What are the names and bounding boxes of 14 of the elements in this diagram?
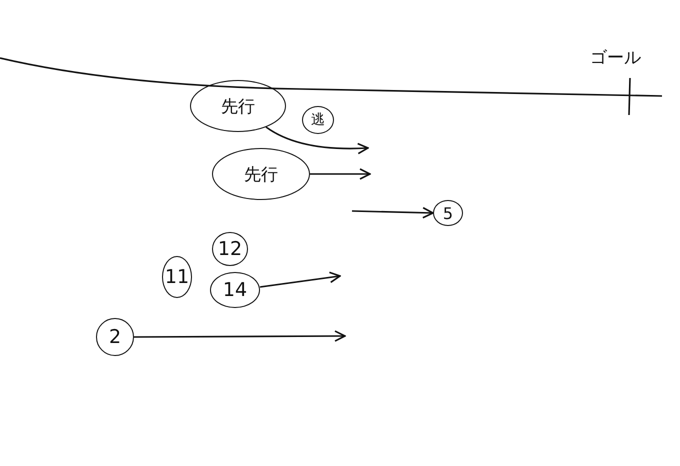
oval-label: 先行 bbox=[190, 80, 286, 132]
finish-label: ゴール bbox=[590, 47, 641, 69]
arrow bbox=[352, 206, 434, 219]
circled-number: 14 bbox=[210, 272, 260, 308]
circled-number: 5 bbox=[433, 200, 463, 226]
arrow bbox=[134, 330, 346, 342]
circled-number: 12 bbox=[212, 232, 248, 266]
arrow bbox=[266, 126, 369, 154]
circled-number: 11 bbox=[162, 256, 192, 298]
oval-label: 先行 bbox=[212, 148, 310, 200]
circled-label: 逃 bbox=[302, 106, 334, 134]
circled-number: 2 bbox=[96, 318, 134, 356]
arrow bbox=[260, 272, 341, 288]
arrow bbox=[310, 168, 371, 180]
